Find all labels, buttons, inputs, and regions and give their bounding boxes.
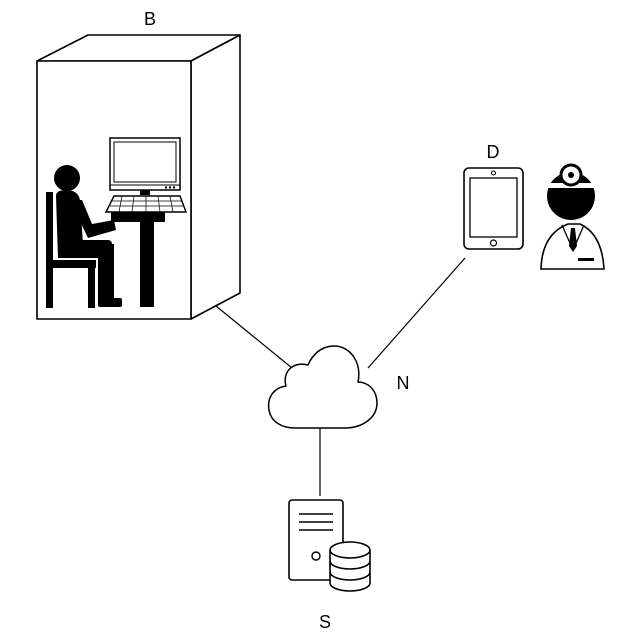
connector-booth-network [216, 306, 292, 368]
cloud-icon [269, 346, 377, 428]
label-device: D [487, 142, 500, 162]
keyboard-icon [106, 196, 186, 212]
tablet-icon [464, 168, 523, 249]
label-booth: B [144, 9, 156, 29]
connector-device-network [368, 258, 465, 368]
database-icon [330, 542, 370, 591]
label-server: S [319, 612, 331, 632]
monitor-icon [110, 138, 180, 195]
label-network: N [397, 373, 410, 393]
doctor-icon [541, 165, 604, 269]
